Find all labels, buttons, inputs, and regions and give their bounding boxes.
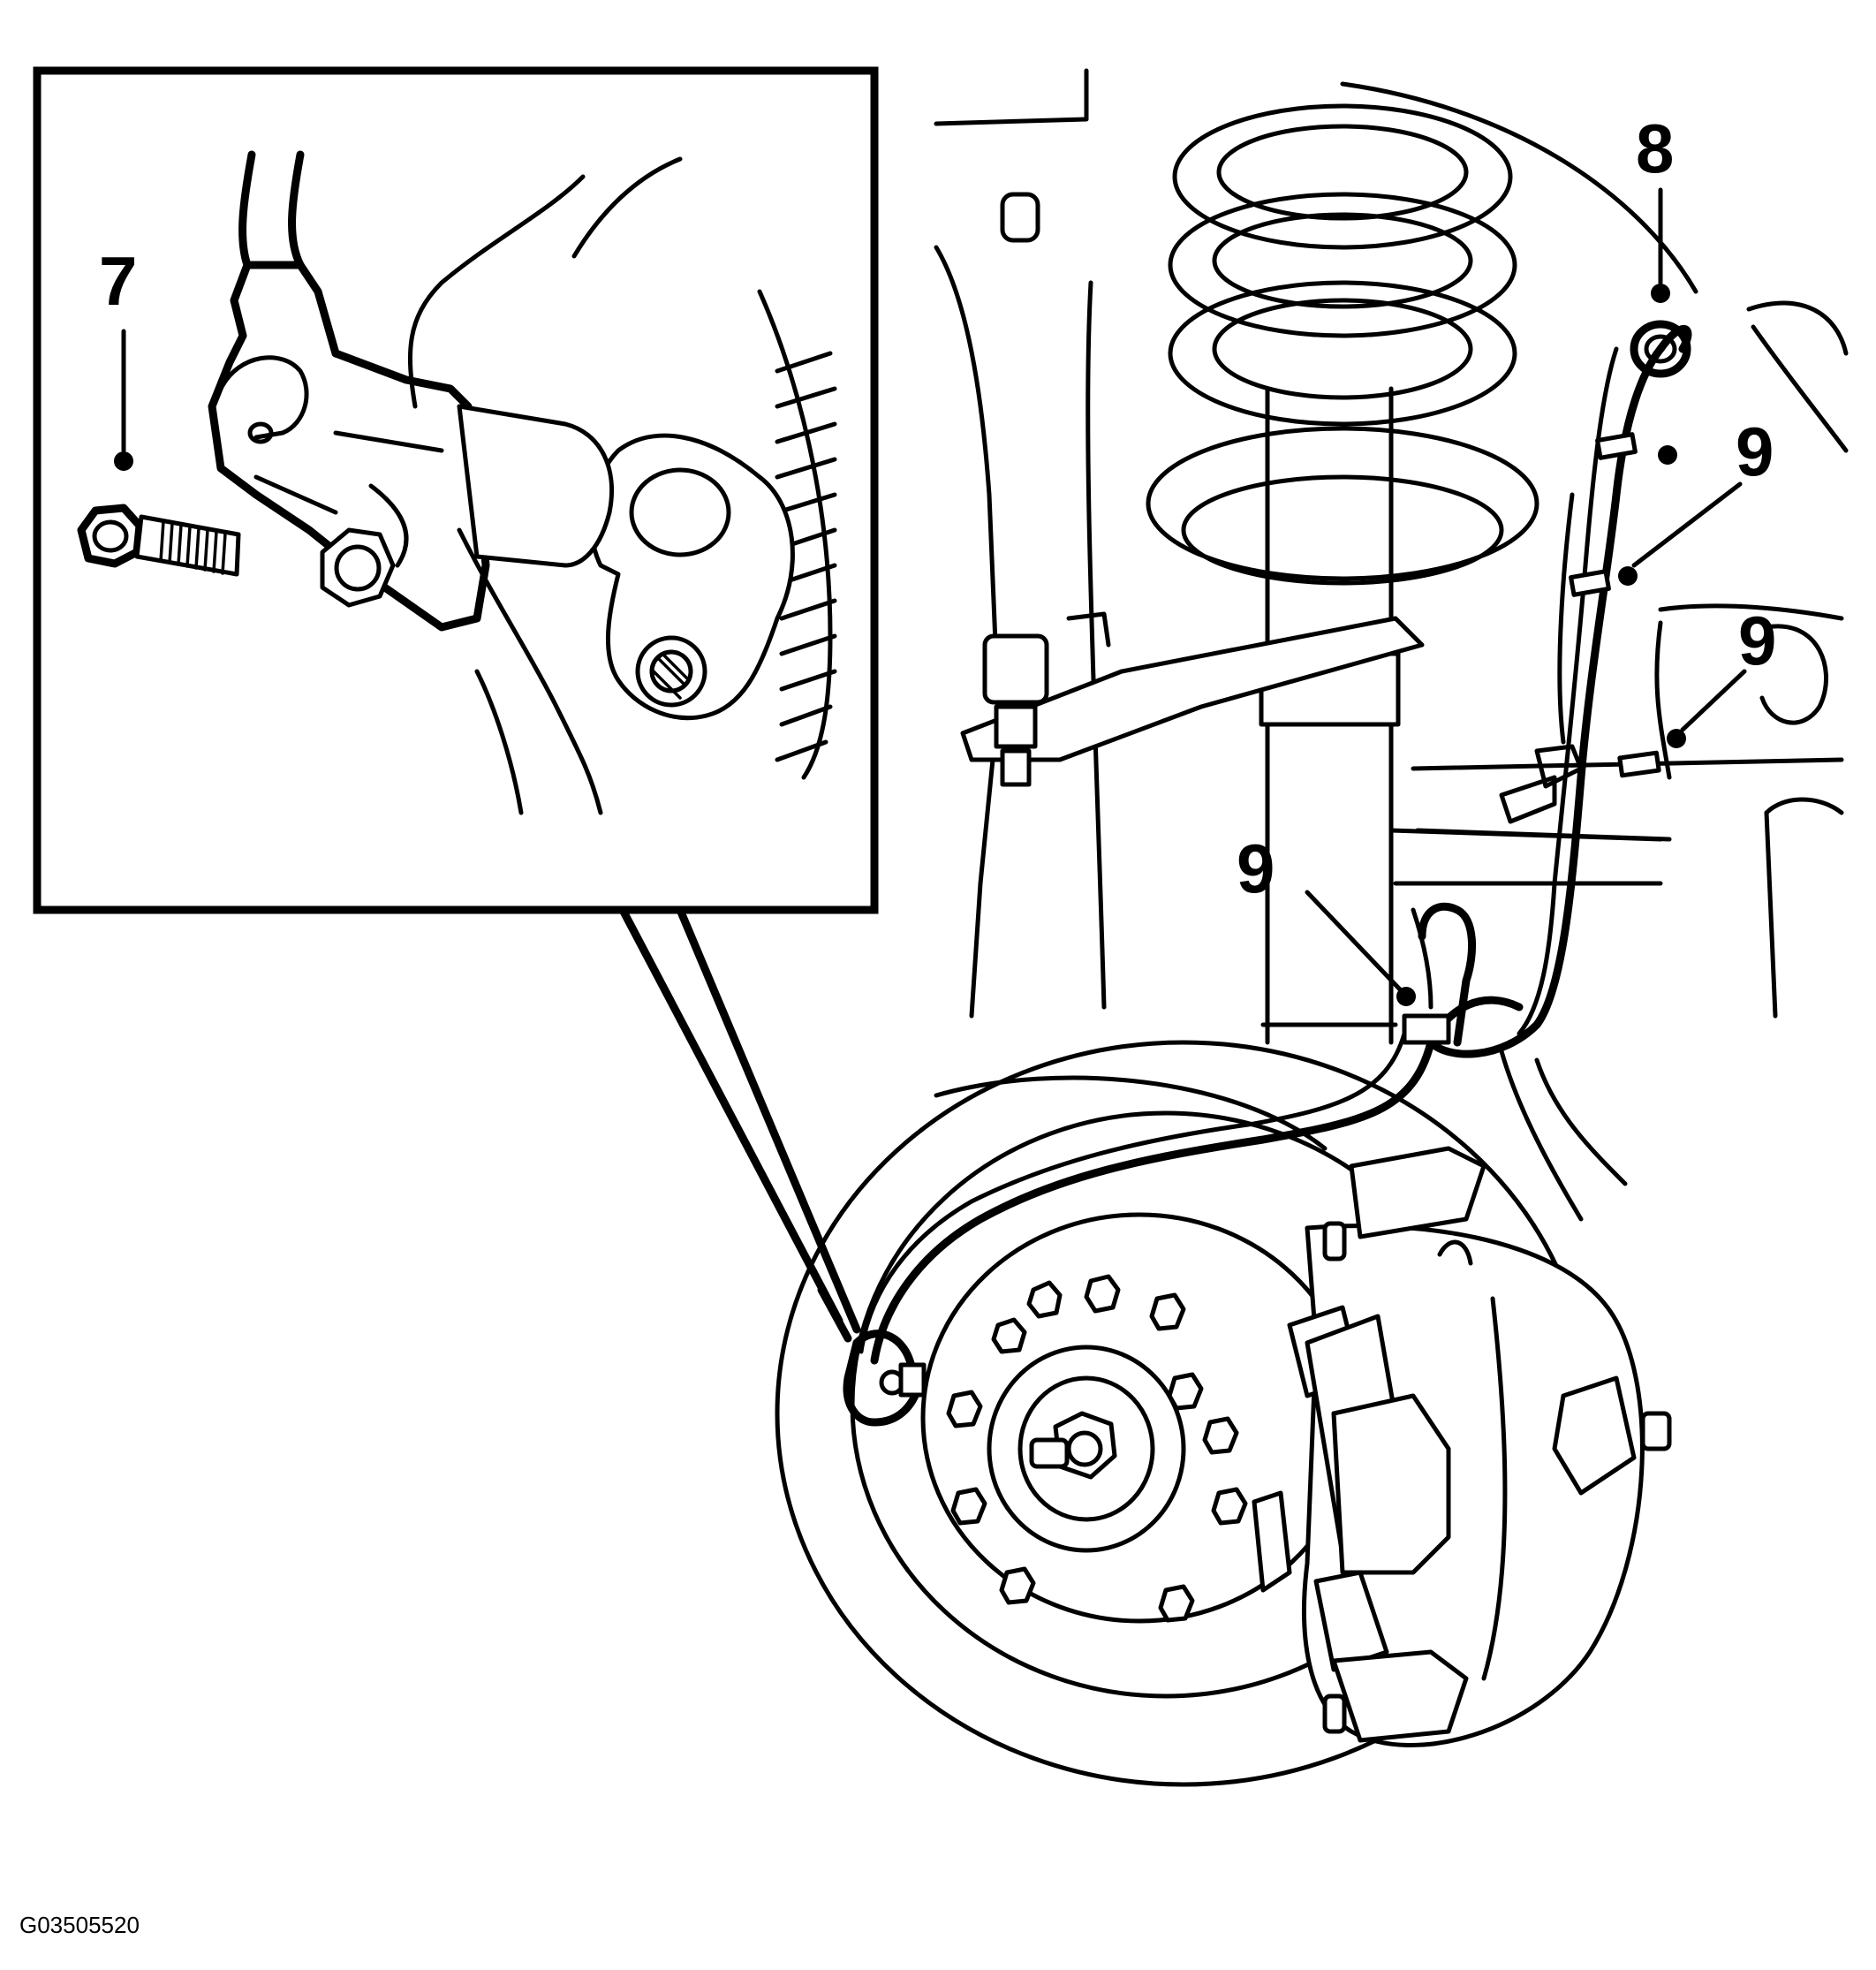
callout-8: 8 xyxy=(1636,110,1674,187)
wheel-bolts xyxy=(946,1274,1248,1623)
wheel-hub xyxy=(987,1345,1186,1553)
inset-knuckle xyxy=(407,156,837,815)
callout-9-upper-cable: 9 xyxy=(1736,413,1774,490)
sensor-cable xyxy=(859,325,1692,1365)
coil-spring xyxy=(1146,103,1539,586)
figure-id: G03505520 xyxy=(19,1912,140,1938)
callout-9-right-bracket: 9 xyxy=(1738,602,1776,679)
detail-inset xyxy=(33,66,879,1343)
wheel-speed-sensor xyxy=(843,1330,927,1427)
strut-tube xyxy=(1259,386,1663,1045)
stabilizer-link xyxy=(960,611,1425,787)
callout-9-strut-clip: 9 xyxy=(1237,830,1275,907)
cable-clips xyxy=(1499,432,1661,824)
brake-caliper xyxy=(1252,1146,1672,1748)
callout-7: 7 xyxy=(99,242,137,320)
sensor-connector xyxy=(1630,320,1691,378)
inset-bolt xyxy=(77,504,241,577)
leader-lines xyxy=(114,187,1747,1006)
inset-sensor-body xyxy=(208,150,615,632)
